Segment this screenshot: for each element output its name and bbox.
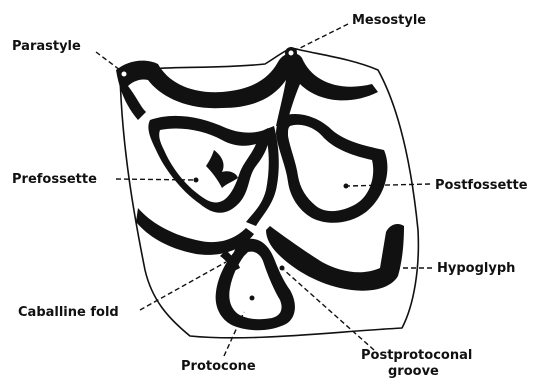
mesostyle-leader — [296, 24, 348, 50]
hypocone-enamel — [266, 224, 404, 291]
label-mesostyle: Mesostyle — [352, 13, 426, 28]
label-postfossette: Postfossette — [435, 178, 528, 193]
label-prefossette: Prefossette — [12, 172, 97, 187]
outer-enamel-band — [116, 53, 378, 126]
label-groove: groove — [388, 364, 439, 379]
postfossette-dot — [344, 184, 349, 189]
postprotoconal-dot — [280, 266, 285, 271]
label-caballine-fold: Caballine fold — [18, 305, 119, 320]
parastyle-leader — [96, 52, 120, 70]
prefossette-leader — [116, 179, 196, 180]
mesostyle-pit — [289, 51, 294, 56]
parastyle-pit — [122, 72, 127, 77]
protocone-dot — [250, 296, 255, 301]
label-hypoglyph: Hypoglyph — [437, 261, 515, 276]
label-parastyle: Parastyle — [12, 39, 81, 54]
label-protocone: Protocone — [181, 359, 256, 374]
label-postprotoconal: Postprotoconal — [361, 348, 472, 363]
caballine-fold-leader — [140, 262, 226, 310]
